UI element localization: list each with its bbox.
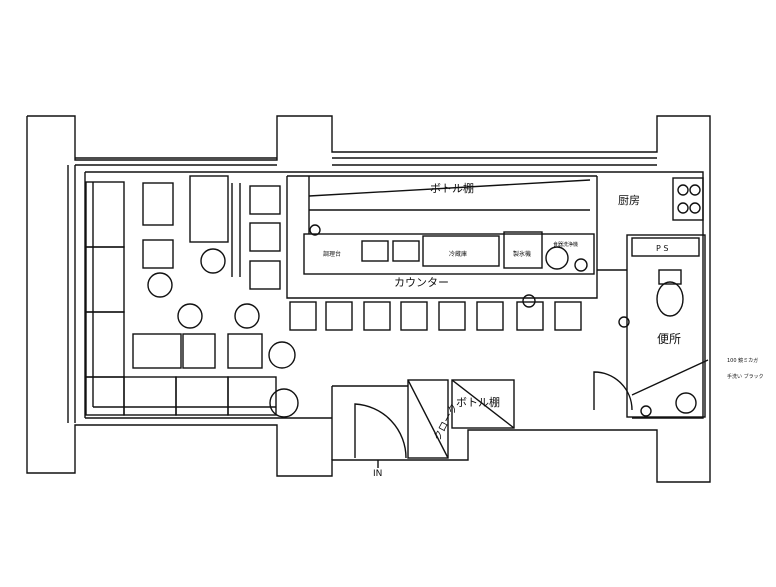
counter <box>286 176 598 299</box>
prep-table-label: 調理台 <box>323 250 341 258</box>
toilet-bowl <box>656 281 684 317</box>
fridge-label: 冷蔵庫 <box>449 250 467 258</box>
ice-machine-label: 製氷機 <box>513 250 531 258</box>
bottle-shelf-lower-label: ボトル棚 <box>456 395 500 409</box>
counter-label: カウンター <box>394 276 449 289</box>
dishwasher-label: 食器洗浄機 <box>553 241 578 248</box>
interior-wall <box>85 171 704 419</box>
kitchen-stove <box>672 177 704 221</box>
toilet-note-handwash: 手洗い ブラック <box>727 373 764 380</box>
cloak-room <box>407 379 449 459</box>
entrance-door <box>354 403 407 459</box>
toilet-note-mirror: 100 鏡ミカガ <box>727 357 758 364</box>
toilet-label: 便所 <box>657 332 681 346</box>
back-bar <box>303 233 595 275</box>
bottle-shelf-label: ボトル棚 <box>430 181 474 195</box>
bar-stool <box>289 301 317 331</box>
ps-label: P S <box>656 244 668 253</box>
table <box>142 182 174 226</box>
sofa-segment <box>85 181 125 248</box>
toilet-room <box>626 234 706 418</box>
exterior-wall <box>26 115 711 483</box>
bottle-shelf-lower <box>451 379 515 429</box>
kitchen-label: 厨房 <box>618 194 640 207</box>
entrance-label: IN <box>373 469 382 479</box>
